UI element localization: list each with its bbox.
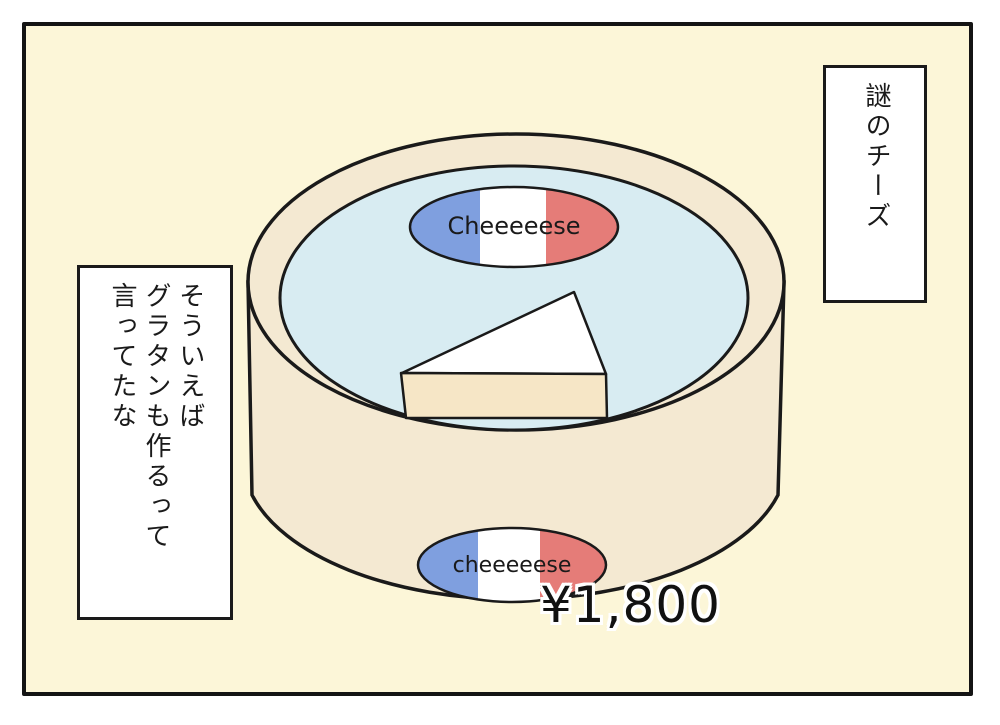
caption-box-gratin-thought: そういえば グラタンも作るって 言ってたな xyxy=(77,265,233,620)
box-lid xyxy=(278,164,750,432)
price-tag: ¥1,800 xyxy=(540,576,721,634)
caption-line: 言ってたな xyxy=(107,282,138,432)
caption-line: グラタンも作るって xyxy=(140,282,171,552)
caption-line: そういえば xyxy=(174,282,205,432)
cheese-wedge xyxy=(399,290,609,420)
top-label-text: Cheeeeese xyxy=(447,212,580,240)
side-label-text: cheeeeese xyxy=(453,553,572,578)
caption-line: 謎のチーズ xyxy=(860,82,891,232)
caption-box-mystery-cheese: 謎のチーズ xyxy=(823,65,927,303)
